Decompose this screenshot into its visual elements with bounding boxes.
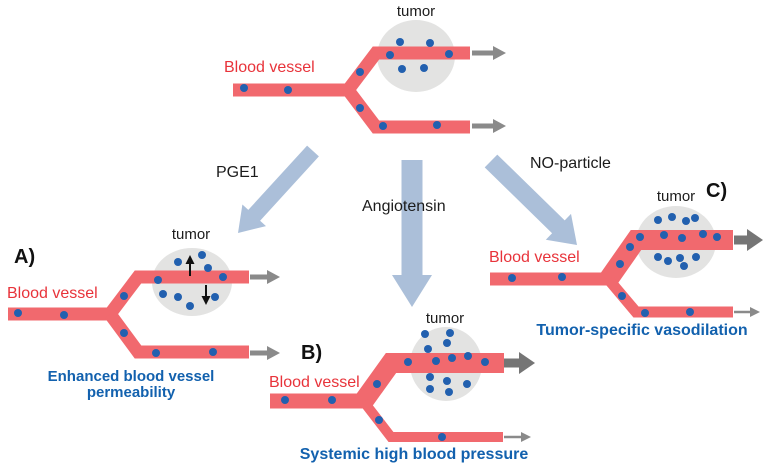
- panel-c-diagram: [490, 206, 763, 318]
- permeability-down-arrow: [201, 285, 211, 305]
- blood-vessel-lower-branch: [604, 276, 733, 318]
- top-diagram: [233, 20, 506, 134]
- panel-a-tumor-label: tumor: [171, 226, 211, 243]
- flow-arrow-upper-strong: [734, 229, 763, 251]
- nanoparticles: [14, 251, 227, 357]
- panel-a-vessel-label: Blood vessel: [7, 285, 98, 302]
- flow-arrow-lower-weak: [734, 307, 760, 317]
- panel-b-tumor-label: tumor: [425, 310, 465, 327]
- flow-arrow-lower: [472, 119, 506, 133]
- nanoparticles: [508, 213, 721, 317]
- panel-b-caption: Systemic high blood pressure: [299, 446, 529, 463]
- flow-arrow-upper: [472, 46, 506, 60]
- panel-b-vessel-label: Blood vessel: [269, 374, 360, 391]
- panel-c-vessel-label: Blood vessel: [489, 249, 580, 266]
- blood-vessel-upper-branch-dilated: [354, 353, 504, 408]
- nanoparticles: [240, 38, 453, 130]
- nanoparticles: [281, 329, 489, 441]
- flow-arrow-upper: [250, 270, 280, 284]
- blood-vessel-lower-branch: [360, 398, 503, 442]
- top-vessel-label: Blood vessel: [224, 59, 315, 76]
- flow-arrow-upper-strong: [504, 352, 535, 374]
- panel-b-id: B): [301, 342, 323, 364]
- panel-c-id: C): [706, 180, 728, 202]
- pge1-arrow: [238, 145, 319, 233]
- top-tumor-label: tumor: [396, 3, 436, 20]
- pge1-label: PGE1: [216, 164, 259, 181]
- angiotensin-arrow: [392, 160, 432, 307]
- blood-vessel-lower-branch: [342, 86, 470, 134]
- panel-a-caption: Enhanced blood vessel permeability: [47, 368, 215, 401]
- panel-c-tumor-label: tumor: [656, 188, 696, 205]
- panel-b-diagram: [270, 327, 535, 442]
- no-particle-arrow: [484, 154, 577, 245]
- no-particle-label: NO-particle: [530, 155, 611, 172]
- angiotensin-label: Angiotensin: [362, 198, 446, 215]
- flow-arrow-lower: [250, 346, 280, 360]
- panel-c-caption: Tumor-specific vasodilation: [536, 322, 748, 339]
- panel-a-id: A): [14, 246, 36, 268]
- panel-a-diagram: [8, 248, 280, 360]
- permeability-up-arrow: [185, 255, 195, 276]
- blood-vessel-lower-branch: [104, 310, 249, 359]
- flow-arrow-lower-weak: [504, 432, 531, 442]
